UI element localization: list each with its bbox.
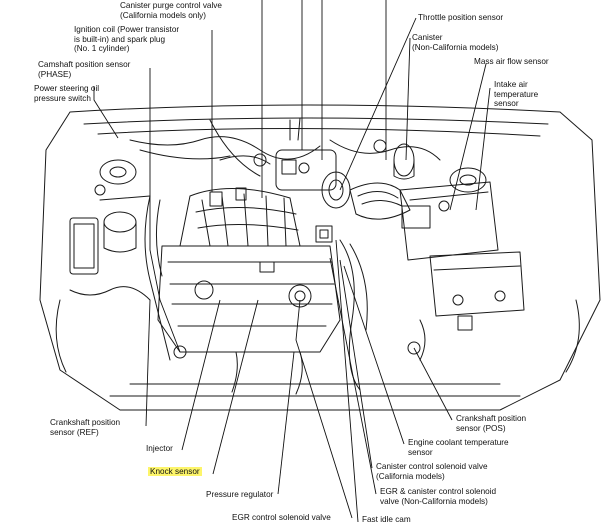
label-mass-air-flow-sensor: Mass air flow sensor [474,57,549,66]
label-pressure-regulator: Pressure regulator [206,490,274,499]
label-injector: Injector [146,444,173,453]
body-outline [39,104,601,411]
air-cleaner [399,181,499,261]
label-fast-idle-cam: Fast idle cam [362,515,411,524]
label-throttle-position-sensor: Throttle position sensor [418,13,504,22]
label-knock-sensor: Knock sensor [148,467,202,477]
label-egr-control-solenoid-valve: EGR control solenoid valve [232,513,331,522]
label-camshaft-position-sensor: Camshaft position sensor (PHASE) [38,60,131,79]
label-crankshaft-position-sensor-ref: Crankshaft position sensor (REF) [50,418,121,437]
label-ignition-coil: Ignition coil (Power transistor is built… [74,25,180,54]
label-intake-air-temperature-sensor: Intake air temperature sensor [494,80,539,109]
label-crankshaft-position-sensor-pos: Crankshaft position sensor (POS) [456,414,527,433]
label-power-steering-oil-pressure-switch: Power steering oil pressure switch [34,84,100,103]
label-canister: Canister (Non-California models) [412,33,499,52]
knock-sensor-highlight: Knock sensor [148,467,202,476]
label-canister-purge-control-valve: Canister purge control valve (California… [120,1,222,20]
label-engine-coolant-temperature-sensor: Engine coolant temperature sensor [408,438,509,457]
label-canister-control-solenoid-valve: Canister control solenoid valve (Califor… [376,462,488,481]
label-egr-canister-control-solenoid-valve: EGR & canister control solenoid valve (N… [380,487,497,506]
engine-block [157,245,341,353]
leader-lines [93,0,491,523]
